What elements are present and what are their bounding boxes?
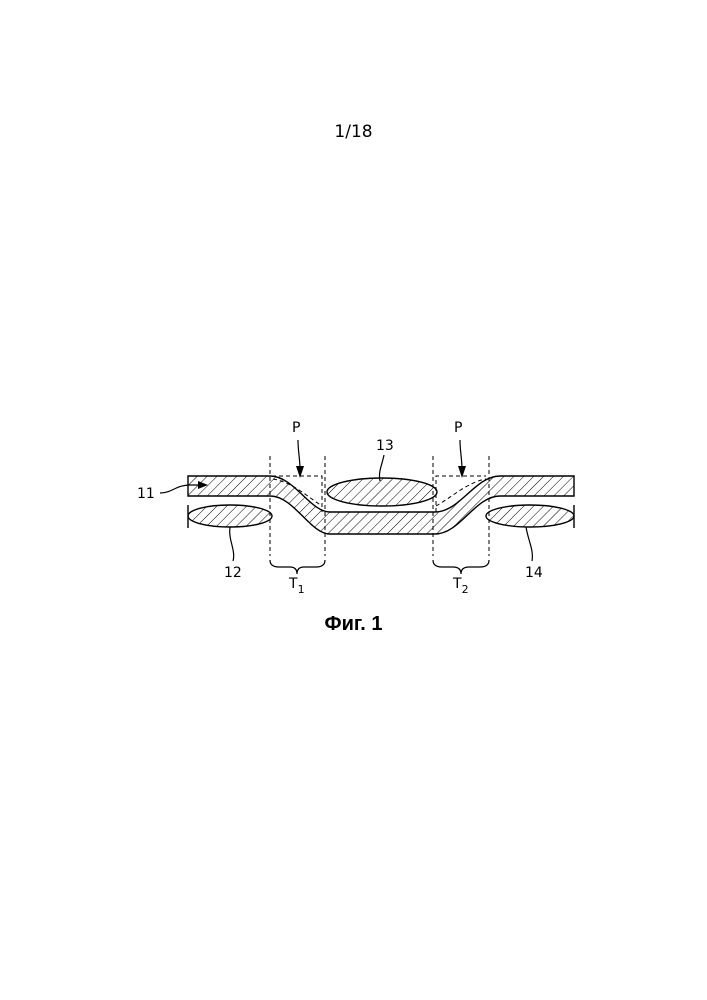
force-arrow-left	[296, 440, 304, 478]
label-p-right: P	[454, 420, 462, 436]
brace-t1	[270, 560, 325, 574]
label-14: 14	[525, 565, 543, 581]
force-arrow-right	[458, 440, 466, 478]
leader-14	[526, 527, 532, 561]
leader-12	[230, 527, 234, 561]
label-13: 13	[376, 438, 394, 454]
brace-t2	[433, 560, 489, 574]
label-p-left: P	[292, 420, 300, 436]
label-11: 11	[137, 486, 155, 502]
label-12: 12	[224, 565, 242, 581]
roll-14	[486, 505, 574, 527]
leader-13	[379, 455, 384, 481]
figure-caption: Фиг. 1	[0, 613, 707, 636]
roll-13	[327, 478, 437, 506]
roll-12	[188, 505, 272, 527]
label-t2: T2	[452, 576, 469, 596]
label-t1: T1	[288, 576, 305, 596]
